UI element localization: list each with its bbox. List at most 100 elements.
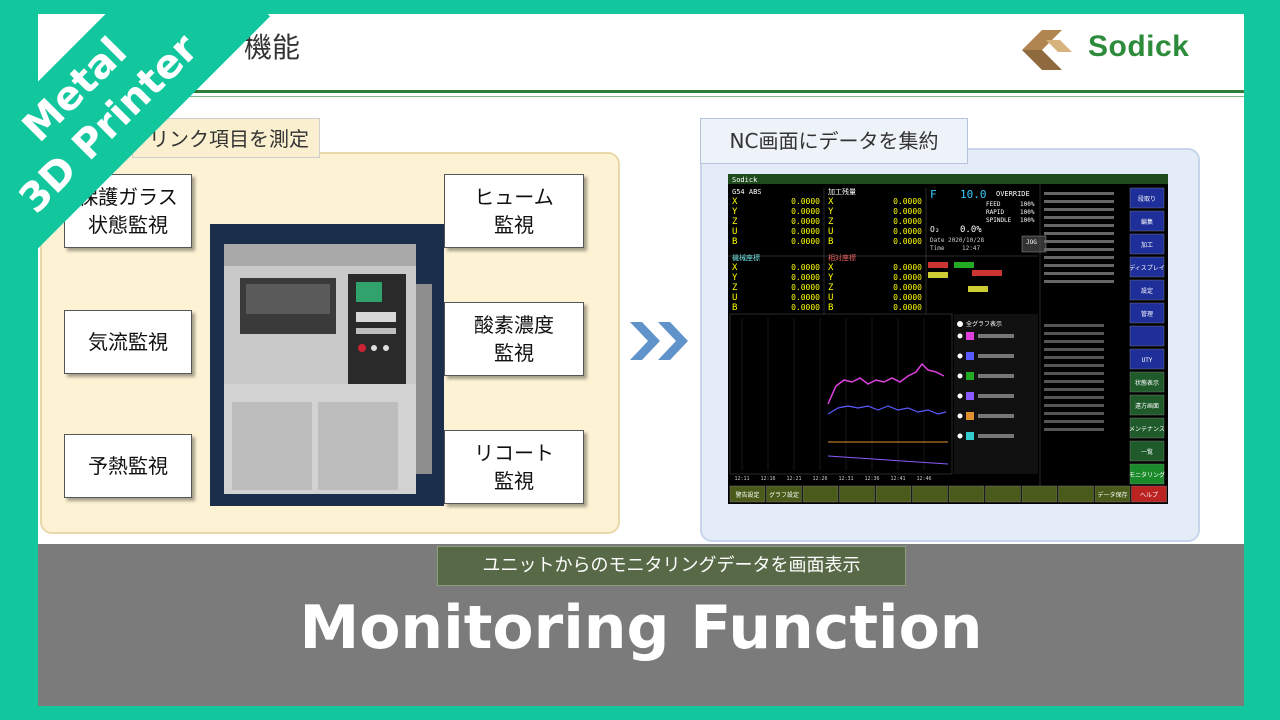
nc-axis-label: U [732, 293, 737, 303]
nc-side-button-label: ディスプレイ [1129, 264, 1165, 272]
nc-side-button[interactable] [1129, 279, 1165, 301]
nc-date-value: 2020/10/28 [948, 237, 985, 244]
nc-graph-tick: 12:16 [760, 476, 775, 482]
nc-legend-swatch [966, 372, 974, 380]
nc-side-button[interactable] [1129, 440, 1165, 462]
nc-info-line [1044, 348, 1104, 351]
nc-axis-label: B [732, 237, 737, 247]
callout-fume-text: ヒューム 監視 [474, 185, 554, 237]
nc-bottom-button[interactable] [985, 485, 1021, 503]
nc-graph-series-magenta [827, 362, 945, 405]
nc-side-button-label: 状態表示 [1135, 379, 1159, 387]
nc-bottom-button[interactable] [1021, 485, 1058, 503]
callout-recoat-text: リコート 監視 [474, 441, 554, 493]
nc-legend-radio [957, 353, 963, 359]
nc-axis-label: Z [732, 217, 738, 227]
nc-info-line [1044, 240, 1114, 243]
callout-oxygen-monitor: 酸素濃度 監視 [444, 302, 584, 376]
nc-bottom-button[interactable] [912, 485, 948, 503]
nc-side-button[interactable] [1129, 325, 1165, 347]
sensor-panel-tag: リンク項目を測定 [132, 118, 320, 158]
nc-axis-value: 0.0000 [791, 197, 820, 206]
nc-info-line [1044, 280, 1114, 283]
nc-legend-label [978, 394, 1014, 398]
nc-legend-swatch [966, 432, 974, 440]
nc-side-button[interactable] [1129, 302, 1165, 324]
nc-side-button-label: 一覧 [1141, 448, 1153, 456]
nc-axis-value: 0.0000 [893, 197, 922, 206]
nc-bottom-buttons: 警告設定グラフ設定データ保存ヘルプ [729, 485, 1167, 503]
nc-axis-value: 0.0000 [791, 217, 820, 226]
nc-info-column [1044, 192, 1114, 431]
nc-info-line [1044, 200, 1114, 203]
nc-side-button[interactable] [1129, 348, 1165, 370]
callout-airflow-text: 気流監視 [88, 330, 168, 354]
nc-info-line [1044, 372, 1104, 375]
nc-legend-radio [957, 393, 963, 399]
nc-side-button[interactable] [1129, 463, 1165, 485]
nc-axis-label: Y [828, 207, 834, 217]
callout-airflow-monitor: 気流監視 [64, 310, 192, 374]
nc-bottom-button[interactable] [1131, 485, 1167, 503]
nc-side-button-label: 加工 [1141, 241, 1153, 249]
nc-graph-series-purple [827, 455, 949, 465]
nc-axis-label: X [828, 263, 834, 273]
nc-legend-swatch [966, 412, 974, 420]
nc-legend-label [978, 414, 1014, 418]
nc-info-line [1044, 420, 1104, 423]
nc-legend-radio [957, 413, 963, 419]
nc-side-button[interactable] [1129, 210, 1165, 232]
callout-oxygen-text: 酸素濃度 監視 [474, 313, 554, 365]
nc-feed: FEED [986, 201, 1001, 208]
nc-side-button[interactable] [1129, 256, 1165, 278]
nc-axis-label: Y [732, 207, 738, 217]
nc-axis-label: U [828, 293, 833, 303]
nc-bottom-button[interactable] [948, 485, 985, 503]
nc-axis-label: Z [828, 283, 834, 293]
nc-bottom-button[interactable] [875, 485, 912, 503]
nc-side-button[interactable] [1129, 394, 1165, 416]
nc-bottom-button[interactable] [766, 485, 802, 503]
title-rule [38, 90, 1244, 93]
nc-side-button[interactable] [1129, 187, 1165, 209]
nc-info-line [1044, 248, 1114, 251]
nc-info-line [1044, 264, 1114, 267]
nc-side-button[interactable] [1129, 417, 1165, 439]
nc-legend-label [978, 374, 1014, 378]
nc-info-line [1044, 380, 1104, 383]
nc-side-button[interactable] [1129, 371, 1165, 393]
nc-panel-tag: NC画面にデータを集約 [700, 118, 968, 164]
nc-bottom-button[interactable] [1094, 485, 1131, 503]
nc-axis-label: Z [828, 217, 834, 227]
sodick-logo [1022, 30, 1072, 70]
nc-axis-value: 0.0000 [791, 237, 820, 246]
nc-override: OVERRIDE [996, 190, 1030, 198]
nc-side-button-label: 編集 [1141, 218, 1153, 226]
nc-info-line [1044, 224, 1114, 227]
nc-graph-tick: 12:11 [734, 476, 749, 482]
nc-axis-label: B [828, 303, 833, 313]
nc-bottom-button[interactable] [802, 485, 839, 503]
nc-spindle: SPINDLE [986, 217, 1012, 224]
band-title: Monitoring Function [299, 593, 983, 663]
nc-info-line [1044, 340, 1104, 343]
nc-graph-tick: 12:46 [916, 476, 931, 482]
nc-bottom-button[interactable] [729, 485, 766, 503]
nc-bottom-button[interactable] [839, 485, 875, 503]
nc-graph-legend-title: 全グラフ表示 [966, 320, 1002, 328]
nc-side-buttons: 段取り編集加工ディスプレイ設定管理UTY状態表示遠方画面メンテナンス一覧モニタリ… [1129, 187, 1165, 485]
nc-axis-label: U [828, 227, 833, 237]
nc-bottom-button[interactable] [1058, 485, 1094, 503]
nc-info-line [1044, 192, 1114, 195]
nc-side-button[interactable] [1129, 233, 1165, 255]
nc-axis-value: 0.0000 [791, 303, 820, 312]
nc-time-value: 12:47 [962, 245, 980, 252]
nc-info-line [1044, 256, 1114, 259]
nc-legend-swatch [966, 392, 974, 400]
nc-axis-value: 0.0000 [893, 303, 922, 312]
nc-legend-label [978, 434, 1014, 438]
